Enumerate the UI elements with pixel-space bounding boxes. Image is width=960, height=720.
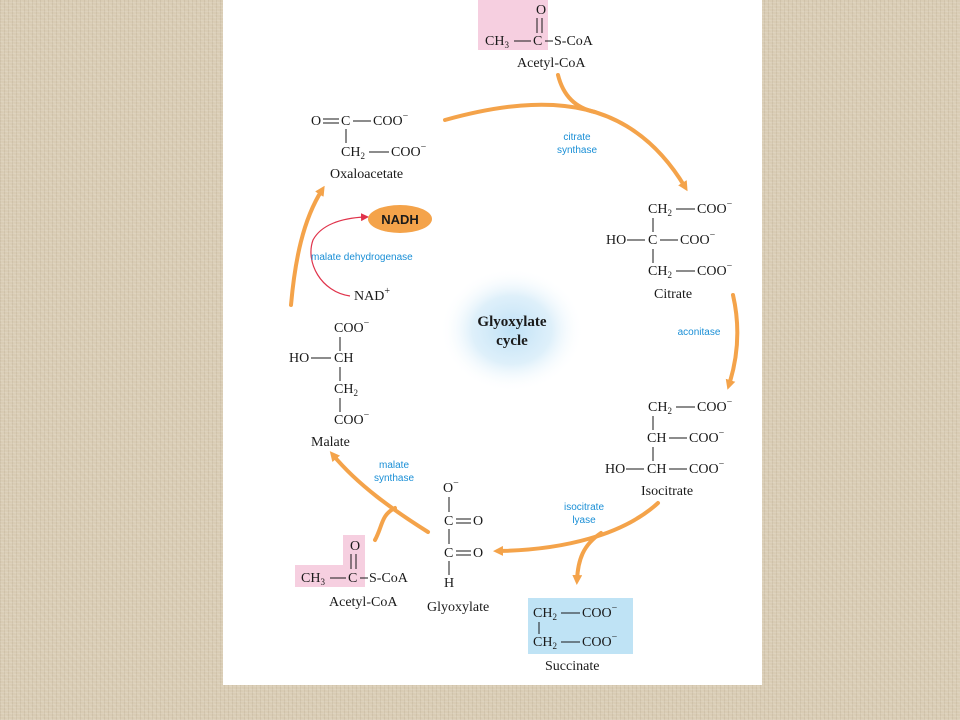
svg-text:O: O (473, 514, 483, 529)
arrow-malate-to-oxaloacetate (289, 185, 325, 307)
svg-text:CH2: CH2 (648, 400, 672, 416)
svg-text:COO−: COO− (373, 111, 409, 129)
methyl-label: CH (485, 34, 504, 49)
svg-text:HO: HO (605, 462, 625, 477)
arrow-nad-to-nadh (310, 213, 369, 297)
svg-text:CH2: CH2 (533, 606, 557, 622)
enzyme-citrate-synthase-line1: citrate (563, 132, 591, 143)
arrow-isocitrate-to-glyoxylate (493, 501, 660, 556)
succinate: CH2 COO− CH2 COO− Succinate (528, 598, 633, 674)
carbonyl-oxygen: O (536, 3, 546, 18)
oxaloacetate: O C COO− CH2 COO− Oxaloacetate (311, 111, 427, 182)
acetyl-coa-top: O CH3 C S-CoA Acetyl-CoA (478, 0, 594, 71)
enzyme-malate-dehydrogenase: malate dehydrogenase (311, 252, 413, 263)
svg-text:COO−: COO− (334, 410, 370, 428)
svg-text:CH2: CH2 (648, 264, 672, 280)
acetyl-group-highlight (478, 0, 548, 50)
svg-text:HO: HO (289, 351, 309, 366)
svg-text:C: C (341, 114, 350, 129)
svg-text:COO−: COO− (689, 459, 725, 477)
arrow-citrate-to-isocitrate (725, 293, 740, 390)
carbonyl-carbon: C (533, 34, 542, 49)
svg-text:O−: O− (443, 478, 459, 496)
citrate: CH2 COO− HO C COO− CH2 COO− Citrate (606, 199, 733, 302)
center-label-line1: Glyoxylate (477, 314, 546, 330)
svg-text:COO−: COO− (697, 261, 733, 279)
acetyl-coa-bottom: O CH3 C S-CoA Acetyl-CoA (295, 535, 409, 610)
enzyme-malate-synthase-line1: malate (379, 460, 409, 471)
svg-text:CH: CH (647, 431, 666, 446)
svg-text:COO−: COO− (680, 230, 716, 248)
svg-text:C: C (348, 571, 357, 586)
nadh-badge (368, 205, 432, 233)
svg-text:CH2: CH2 (533, 635, 557, 651)
enzyme-isocitrate-lyase-line2: lyase (572, 515, 596, 526)
svg-text:O: O (350, 539, 360, 554)
compound-name-citrate: Citrate (654, 287, 692, 302)
figure-panel: Glyoxylate cycle O CH3 C S-CoA Acetyl-Co… (223, 0, 762, 685)
compound-name-glyoxylate: Glyoxylate (427, 600, 489, 615)
svg-text:CH3: CH3 (301, 571, 325, 587)
svg-text:C: C (648, 233, 657, 248)
malate: COO− HO CH CH2 COO− Malate (289, 318, 370, 450)
svg-text:CH: CH (334, 351, 353, 366)
svg-text:CH2: CH2 (341, 145, 365, 161)
arrow-acetyl-coa-input (556, 73, 597, 114)
svg-text:COO−: COO− (697, 397, 733, 415)
glyoxylate-cycle-diagram: Glyoxylate cycle O CH3 C S-CoA Acetyl-Co… (289, 0, 740, 674)
svg-text:COO−: COO− (689, 428, 725, 446)
center-glow (440, 268, 584, 392)
svg-text:COO−: COO− (391, 142, 427, 160)
svg-text:C: C (444, 546, 453, 561)
enzyme-citrate-synthase-line2: synthase (557, 145, 597, 156)
arrow-succinate-branch (572, 531, 603, 585)
succinate-highlight (528, 598, 633, 654)
arrow-glyoxylate-to-malate (329, 451, 430, 534)
svg-text:C: C (444, 514, 453, 529)
svg-text:COO−: COO− (582, 632, 618, 650)
svg-text:H: H (444, 576, 454, 591)
center-label-line2: cycle (496, 333, 528, 349)
svg-text:O: O (311, 114, 321, 129)
nad-label: NAD+ (354, 286, 390, 304)
svg-text:COO−: COO− (697, 199, 733, 217)
svg-text:COO−: COO− (334, 318, 370, 336)
svg-text:S-CoA: S-CoA (369, 571, 409, 586)
svg-text:O: O (473, 546, 483, 561)
svg-text:CH3: CH3 (485, 34, 509, 50)
acetyl-group-highlight-bottom (343, 535, 365, 567)
enzyme-malate-synthase-line2: synthase (374, 473, 414, 484)
svg-text:CH2: CH2 (648, 202, 672, 218)
compound-name-malate: Malate (311, 435, 350, 450)
svg-text:CH2: CH2 (334, 382, 358, 398)
arrow-acetyl-coa-bottom-input (373, 506, 397, 542)
glyoxylate: O− C O C O H Glyoxylate (427, 478, 489, 615)
isocitrate: CH2 COO− CH COO− HO CH COO− Isocitrate (605, 397, 733, 499)
svg-text:CH: CH (647, 462, 666, 477)
svg-text:HO: HO (606, 233, 626, 248)
compound-name-acetyl-coa-top: Acetyl-CoA (517, 56, 586, 71)
compound-name-oxaloacetate: Oxaloacetate (330, 167, 403, 182)
compound-name-acetyl-coa-bottom: Acetyl-CoA (329, 595, 398, 610)
compound-name-isocitrate: Isocitrate (641, 484, 693, 499)
svg-text:COO−: COO− (582, 603, 618, 621)
enzyme-isocitrate-lyase-line1: isocitrate (564, 502, 604, 513)
thioester-scoa: S-CoA (554, 34, 594, 49)
enzyme-aconitase: aconitase (678, 327, 721, 338)
nadh-label: NADH (381, 212, 419, 227)
compound-name-succinate: Succinate (545, 659, 599, 674)
